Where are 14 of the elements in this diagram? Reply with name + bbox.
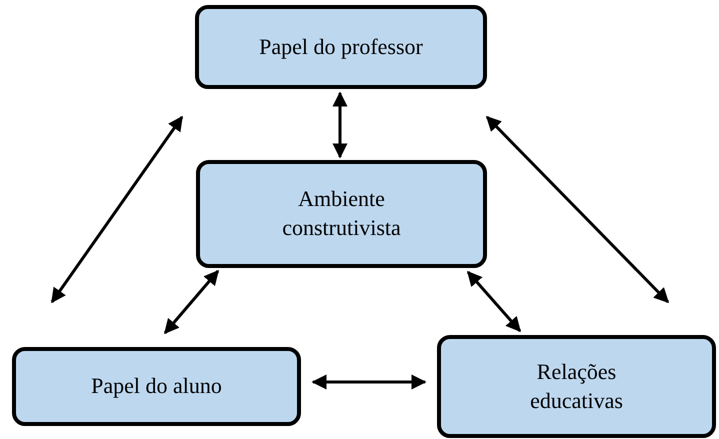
box-label: Papel do professor [259, 32, 423, 61]
rounded-box [195, 5, 487, 89]
double-arrow [466, 270, 522, 332]
box-label: Relações educativas [529, 358, 624, 414]
rounded-box [196, 160, 487, 268]
double-arrow [50, 116, 184, 304]
double-arrow [332, 92, 348, 158]
double-arrow [486, 116, 670, 304]
double-arrow [312, 374, 426, 390]
box-label: Ambiente construtivista [281, 185, 402, 242]
double-arrow [164, 270, 220, 334]
rounded-box [437, 335, 716, 438]
box-label: Papel do aluno [91, 372, 222, 400]
rounded-box [12, 347, 301, 426]
